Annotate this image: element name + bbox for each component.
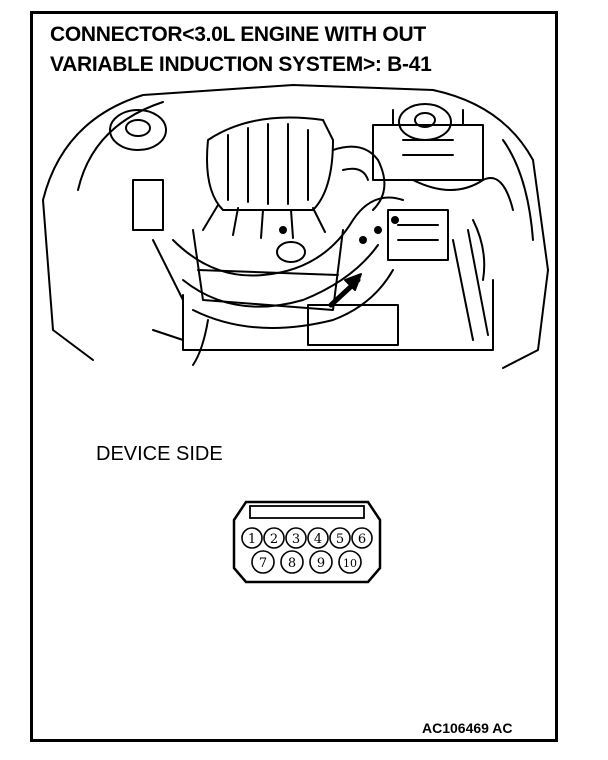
- connector-pin: [285, 527, 307, 549]
- title-line-1: CONNECTOR<3.0L ENGINE WITH OUT: [50, 23, 426, 46]
- connector-lock-tab: [249, 505, 365, 519]
- connector-pin-number: 6: [358, 532, 366, 547]
- connector-pin-number: 9: [317, 556, 325, 571]
- connector-pin: [329, 527, 351, 549]
- connector-pin-number: 7: [259, 556, 267, 571]
- figure-code: AC106469 AC: [422, 720, 513, 736]
- device-side-label: DEVICE SIDE: [96, 443, 223, 465]
- diagram-frame: [30, 11, 558, 742]
- connector-pin-number: 2: [270, 532, 278, 547]
- connector-pin: [263, 527, 285, 549]
- connector-pin-number: 3: [292, 532, 300, 547]
- connector-pin: [338, 550, 362, 574]
- connector-pin: [309, 550, 333, 574]
- connector-pin: [241, 527, 263, 549]
- engine-bay-illustration: [42, 84, 549, 369]
- connector-pin: [251, 550, 275, 574]
- connector-pin-number: 8: [288, 556, 296, 571]
- connector-pin: [351, 527, 373, 549]
- connector-pin: [307, 527, 329, 549]
- connector-pin-number: 4: [314, 532, 322, 547]
- connector-pin-number: 5: [336, 532, 344, 547]
- connector-pin: [280, 550, 304, 574]
- pins-bottom-row: 7 8 9 10: [251, 550, 362, 574]
- connector-pin-number: 1: [248, 532, 256, 547]
- diagram-title: CONNECTOR<3.0L ENGINE WITH OUT VARIABLE …: [50, 20, 550, 80]
- connector-pin-number: 10: [343, 557, 357, 570]
- title-line-2: VARIABLE INDUCTION SYSTEM>: B-41: [50, 53, 432, 76]
